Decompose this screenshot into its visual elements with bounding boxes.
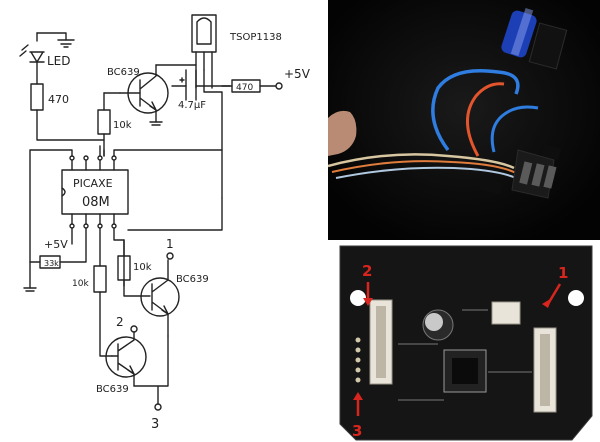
led-resistor — [30, 83, 44, 111]
microcontroller-chip — [443, 349, 487, 393]
marker-3-label: 3 — [352, 422, 362, 440]
output-2-label: 2 — [116, 315, 124, 329]
mounting-hole-right — [568, 290, 584, 306]
right-transistor-branch: 10k 10k BC639 1 — [72, 237, 209, 357]
pcb-board — [339, 245, 593, 441]
led-branch: LED 470 — [19, 32, 105, 141]
connector-top — [491, 301, 521, 325]
base-resistor: 10k — [97, 92, 132, 157]
output-3-label: 3 — [151, 417, 159, 432]
ir-receiver: TSOP1138 — [191, 14, 282, 89]
connector-left — [369, 299, 393, 385]
resistor-low-label: 10k — [72, 279, 89, 289]
led-label: LED — [47, 54, 71, 68]
connector-right — [533, 327, 557, 413]
blue-wire-2 — [490, 105, 539, 153]
resistor-mid-label: 10k — [133, 262, 152, 273]
right-transistor-label: BC639 — [176, 274, 209, 285]
finger — [328, 110, 357, 156]
pads — [355, 337, 361, 383]
circuit-schematic: LED 470 TSOP1138 BC639 4.7µF — [19, 14, 311, 432]
supply-resistor-label: 470 — [236, 83, 253, 93]
assembled-module-photo — [328, 0, 600, 240]
marker-2: 2 — [362, 262, 373, 306]
chip-model: 08M — [82, 195, 110, 210]
chip-vcc-label: +5V — [44, 238, 68, 251]
capacitor-part — [422, 309, 454, 341]
supply: 470 +5V — [203, 67, 311, 199]
chip-label: PICAXE — [73, 177, 113, 190]
resistor-33k-label: 33k — [44, 259, 59, 268]
red-wire — [466, 82, 505, 157]
transistor-cluster — [478, 143, 562, 199]
bottom-transistor-label: BC639 — [96, 384, 129, 395]
top-transistor-label: BC639 — [107, 67, 140, 78]
marker-3: 3 — [352, 392, 363, 440]
bottom-transistor-branch: 2 BC639 3 — [96, 315, 169, 432]
mounting-hole-left — [350, 290, 366, 306]
white-wire — [328, 153, 515, 170]
orange-wire — [331, 160, 519, 175]
picaxe-chip: PICAXE 08M +5V 33k — [23, 145, 223, 292]
marker-2-label: 2 — [362, 262, 372, 280]
ir-receiver-part — [528, 22, 568, 70]
blue-wire — [431, 68, 520, 152]
base-resistor-label: 10k — [113, 120, 132, 131]
pcb-photo: 1 2 3 — [328, 240, 600, 442]
capacitor: 4.7µF — [171, 69, 231, 111]
ir-receiver-label: TSOP1138 — [229, 32, 282, 43]
vcc-label: +5V — [284, 67, 311, 81]
blue-capacitor — [501, 7, 537, 58]
output-1-label: 1 — [166, 237, 174, 251]
light-blue-wire — [335, 166, 521, 181]
capacitor-label: 4.7µF — [178, 100, 206, 111]
led-resistor-label: 470 — [48, 93, 69, 106]
top-transistor: BC639 — [107, 64, 197, 126]
marker-1: 1 — [542, 264, 568, 308]
marker-1-label: 1 — [558, 264, 568, 282]
